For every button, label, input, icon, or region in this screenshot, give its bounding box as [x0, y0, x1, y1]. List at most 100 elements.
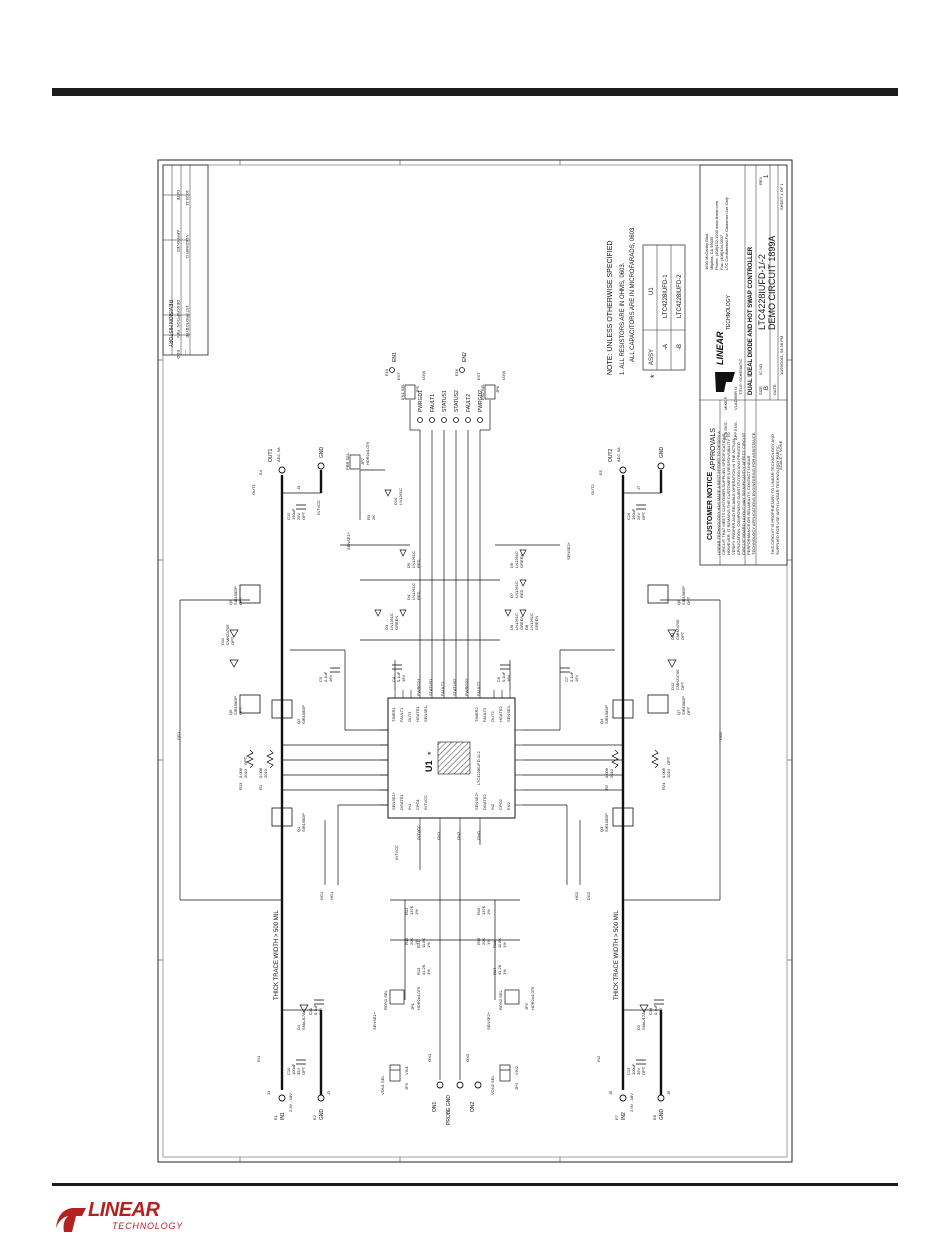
adj1-label: ADJ, 5A	[276, 447, 281, 462]
u1-pin-status1: STATUS1	[428, 678, 433, 696]
q1-ref: Q1	[296, 826, 301, 832]
d11-zener-icon	[229, 629, 239, 638]
r14-tol: 1%	[426, 942, 431, 948]
sense2-net-label: SENSE2+	[486, 1011, 491, 1030]
jp6-ref: JP6	[495, 385, 500, 393]
u1-pin-fault1: FAULT1	[399, 707, 404, 722]
c6-value: 0.1uF	[501, 671, 506, 682]
in1-label: IN1	[280, 1112, 286, 1120]
u1-pin-en2: EN2	[506, 801, 511, 810]
sheet-value: SHEET 1 OF 1	[779, 183, 784, 210]
app-eng-name: VLADIMIR O.	[733, 386, 738, 410]
on2-label: ON2	[470, 1102, 476, 1113]
r2-ref: R2	[604, 784, 609, 790]
sense1-top-label: SENSE1+	[346, 531, 351, 550]
pwrgd1-turret-icon	[417, 417, 423, 423]
d13-zener-icon	[667, 629, 677, 638]
power-rails	[280, 470, 663, 1095]
jp2-part: HDR2x4-079	[530, 986, 535, 1010]
jp1-part: HDR2x4-079	[416, 986, 421, 1010]
border-ticks	[158, 160, 792, 1162]
pwrgd2-label: PWRGD2	[478, 390, 484, 412]
d2-part: SMAJ17A	[641, 1012, 646, 1030]
c12-value: 150uF	[291, 508, 296, 520]
q5-mosfet-icon	[239, 584, 261, 604]
d6-part: LN1261C	[514, 613, 519, 630]
von1-label: VON1 SEL	[380, 1075, 385, 1095]
notice-line-5: CIRCUIT BOARD LAYOUT MAY SIGNIFICANTLY A…	[741, 432, 746, 555]
date-value: 10/25/2011, 04:38 PM	[779, 336, 784, 375]
d6-ref: D6	[509, 624, 514, 630]
jumper-labels: RON1 SEL JP1 HDR2x4-079 RON2 SEL JP2 HDR…	[345, 371, 535, 1095]
c11-voltage: 50V	[318, 1008, 323, 1015]
r14-ref: R14	[416, 940, 421, 948]
gnd2-out-label: GND	[659, 447, 665, 459]
probe-gnd-turret-icon	[456, 1081, 464, 1089]
q4-part: SIR158DP	[604, 705, 609, 724]
revision-history-table: REVISION HISTORY ECO REV DESCRIPTION APP…	[162, 164, 209, 359]
q4-ref: Q4	[599, 718, 604, 724]
q6-ref: Q6	[228, 709, 233, 715]
q8-mosfet-icon	[647, 584, 669, 604]
u1-star: *	[426, 751, 436, 755]
d3-ref: D3	[384, 624, 389, 630]
assy-h1: ASSY	[649, 349, 655, 365]
ic-label: IC NO.	[758, 363, 763, 375]
r23-resistor-icon	[246, 749, 254, 769]
u1-pin-pwrgd1: PWRGD1	[416, 678, 421, 696]
top-rule	[52, 88, 898, 96]
rev-date: 10-25-11	[185, 190, 190, 206]
q4-mosfet-icon	[612, 699, 634, 719]
jp7-part: HDR2x4-079	[365, 441, 370, 465]
q3-ref: Q3	[599, 826, 604, 832]
q2-part: SIR158DP	[301, 705, 306, 724]
u1-pin-pwrgd2: PWRGD2	[464, 678, 469, 696]
d4-color: RED	[416, 591, 421, 600]
led-array	[374, 489, 527, 617]
u1-pin-out1: OUT1	[407, 711, 412, 722]
r1-package: 2010	[263, 768, 268, 778]
date-label: DATE:	[772, 384, 777, 395]
gnd2-in-label: GND	[659, 1109, 665, 1121]
net-labels: THICK TRACE WIDTH > 500 MIL THICK TRACE …	[176, 484, 723, 1062]
u1-pin-fault2: FAULT2	[482, 707, 487, 722]
r24-package: 2010	[666, 768, 671, 778]
rev-h-approved: APPROVED	[176, 230, 181, 252]
r17-tol: 1%	[502, 969, 507, 975]
c16-opt: OPT	[641, 511, 646, 520]
sense-resistor-labels: R1 0.006 2010 R2 0.006 2010 R23 0.006 20…	[238, 756, 671, 790]
r13-value: 41.2K	[421, 964, 426, 975]
out1-turret-icon	[278, 466, 286, 474]
r18-ref: R18	[492, 940, 497, 948]
u1-pin-sense1-minus: SENSE1-	[423, 704, 428, 722]
d4-ref: D4	[406, 594, 411, 600]
q7-opt: OPT	[686, 706, 691, 715]
gnd2-in-turret-icon	[657, 1094, 665, 1102]
d11b-zener-icon	[229, 659, 239, 668]
c4-voltage: 16V	[401, 675, 406, 682]
d1-tvs-icon	[299, 1004, 309, 1013]
vin1-label: VIN1	[404, 1065, 409, 1075]
q7-mosfet-icon	[647, 694, 669, 714]
q2-ref: Q2	[296, 718, 301, 724]
e1-ref: E1	[273, 1114, 278, 1120]
d5-ref: D5	[406, 562, 411, 568]
c6-ref: C6	[496, 676, 501, 682]
assy-r1c2: LTC4228IUFD-1	[663, 274, 669, 318]
u1-pin-in1: IN1	[407, 803, 412, 810]
en1-ext: EXT	[396, 372, 401, 380]
d1-part: SMAJ17A	[301, 1012, 306, 1030]
rev-approved: VLADIMIR O.	[185, 235, 190, 259]
title-line1: DUAL IDEAL DIODE AND HOT SWAP CONTROLLER	[748, 246, 754, 395]
r23-opt: OPT	[243, 756, 248, 765]
e15-ref: E15	[384, 368, 389, 376]
u1-pin-on1: ON1	[436, 831, 441, 840]
d8-color: GREEN	[534, 616, 539, 630]
c10-voltage: 35V	[296, 1068, 301, 1075]
q8-opt: OPT	[686, 596, 691, 605]
out2-net-label: OUT2	[590, 484, 595, 495]
q1-mosfet-icon	[271, 807, 293, 827]
d12-part: CMHZ4706	[675, 669, 680, 690]
rev-h-eco: ECO	[176, 350, 181, 359]
jp6-header-icon	[484, 384, 496, 400]
